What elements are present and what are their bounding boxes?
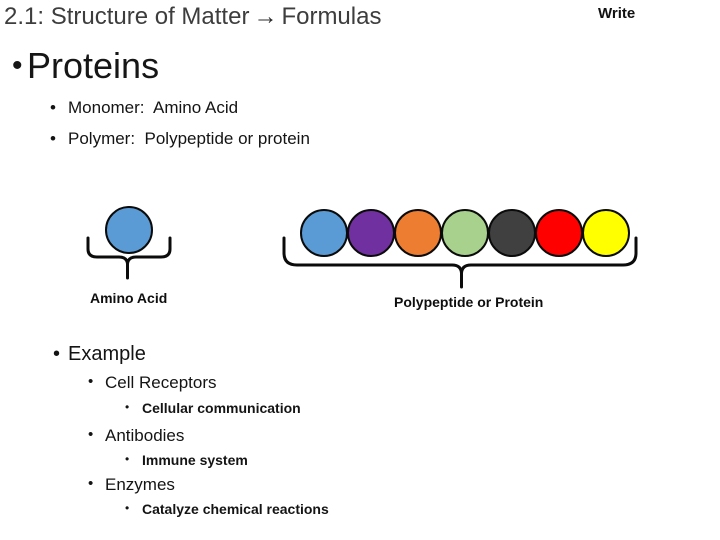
monomer-text: Monomer: Amino Acid [68,98,239,117]
bullet-icon: • [125,452,130,466]
polymer-circle [535,209,583,257]
bullet-cellular-communication: • Cellular communication [125,400,301,417]
polymer-chain [300,209,630,257]
heading-text: Proteins [27,45,160,86]
enzymes-text: Enzymes [105,475,175,494]
bullet-icon: • [88,373,94,390]
bullet-icon: • [50,98,56,117]
amino-acid-label: Amino Acid [90,290,168,306]
monomer-circle [105,206,153,254]
antibodies-text: Antibodies [105,426,185,445]
catalyze-reactions-text: Catalyze chemical reactions [142,501,329,517]
slide-title-suffix: Formulas [281,3,382,30]
bullet-monomer: • Monomer: Amino Acid [50,98,238,118]
polymer-circle [488,209,536,257]
polymer-circle [300,209,348,257]
polymer-circle [394,209,442,257]
polymer-text: Polymer: Polypeptide or protein [68,129,310,148]
slide-title: 2.1: Structure of Matter→Formulas [4,3,381,31]
bullet-immune-system: • Immune system [125,452,248,469]
right-arrow-icon: → [253,3,278,30]
polypeptide-label: Polypeptide or Protein [394,294,544,310]
bullet-icon: • [53,343,61,365]
bullet-polymer: • Polymer: Polypeptide or protein [50,129,310,149]
bullet-example: • Example [53,342,146,366]
bullet-enzymes: • Enzymes [88,475,175,495]
bullet-icon: • [88,426,94,443]
cellular-communication-text: Cellular communication [142,400,301,416]
polymer-circle [582,209,630,257]
immune-system-text: Immune system [142,452,248,468]
polymer-circle [441,209,489,257]
example-heading-text: Example [68,343,146,365]
bullet-antibodies: • Antibodies [88,426,184,446]
bullet-icon: • [50,129,56,148]
polymer-circle [347,209,395,257]
heading-proteins: • Proteins [12,46,159,86]
bullet-icon: • [125,400,130,414]
bullet-icon: • [88,475,94,492]
slide-title-text: 2.1: Structure of Matter [4,3,250,30]
bullet-icon: • [12,48,23,82]
bullet-catalyze-reactions: • Catalyze chemical reactions [125,501,329,518]
bullet-icon: • [125,501,130,515]
cell-receptors-text: Cell Receptors [105,373,217,392]
bullet-cell-receptors: • Cell Receptors [88,373,217,393]
write-note: Write [598,5,636,22]
